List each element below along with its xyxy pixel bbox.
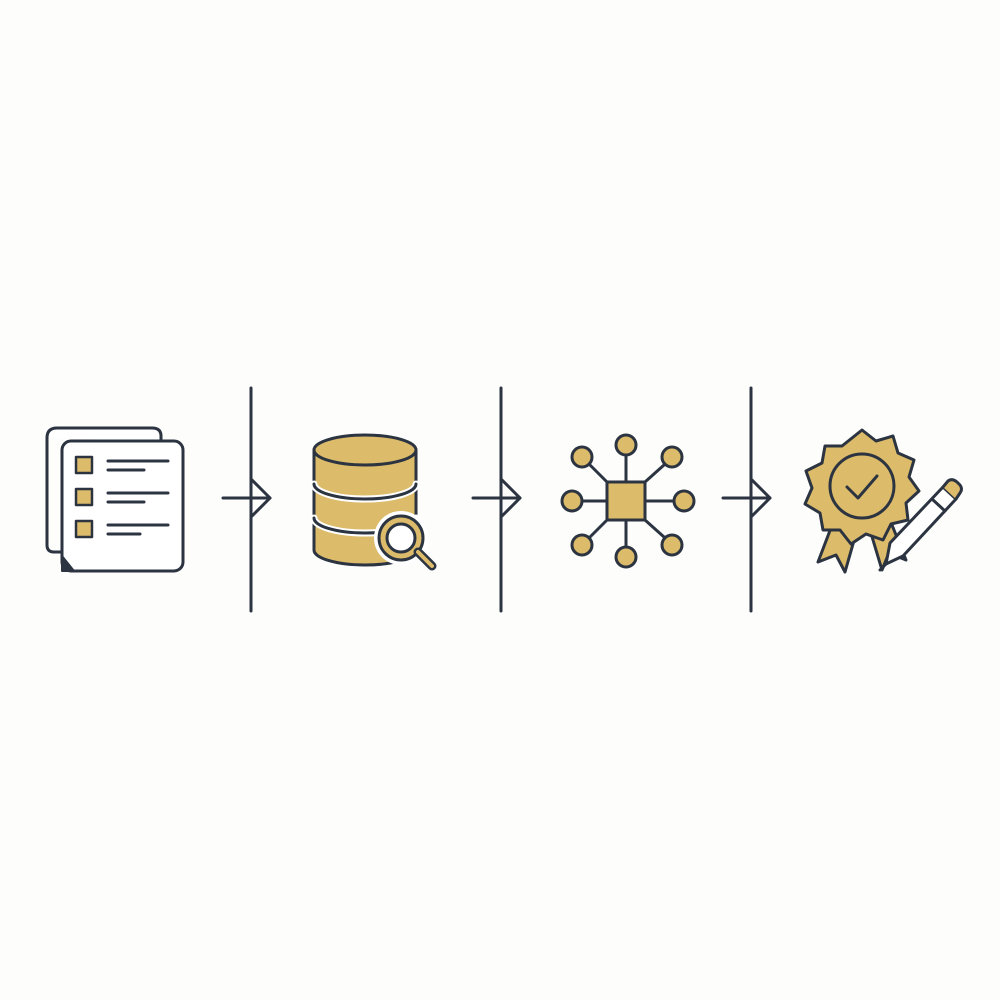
certified-badge-pen-icon [803, 428, 963, 574]
network-hub-icon [560, 433, 696, 569]
arrow-right-icon [471, 386, 522, 613]
arrow-right-icon [721, 386, 772, 613]
database-search-icon [310, 433, 437, 571]
arrow-right-icon [221, 386, 272, 613]
checklist-documents-icon [45, 426, 185, 573]
